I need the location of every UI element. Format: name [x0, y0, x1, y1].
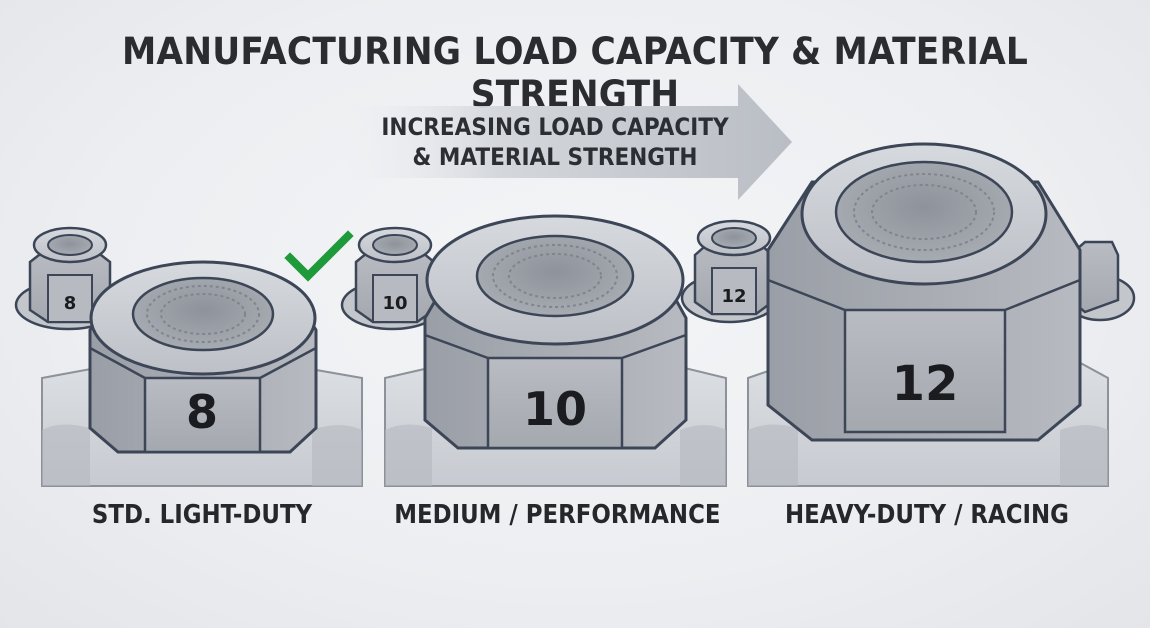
label-medium-performance: MEDIUM / PERFORMANCE	[394, 500, 721, 530]
arrow-caption: INCREASING LOAD CAPACITY & MATERIAL STRE…	[371, 112, 740, 172]
check-icon	[284, 230, 354, 282]
nut-size-8: 8	[186, 385, 218, 439]
small-nut-size-8: 8	[64, 293, 77, 314]
label-heavy-duty-racing: HEAVY-DUTY / RACING	[785, 500, 1069, 530]
nut-group-10: 10 10	[340, 214, 727, 487]
flange-nut-icon	[680, 219, 780, 324]
flange-nut-icon	[1064, 240, 1136, 322]
flange-nut-icon	[14, 226, 122, 331]
nut-group-12: 12 12	[680, 142, 1136, 487]
hex-nut-icon	[423, 214, 688, 450]
label-light-duty: STD. LIGHT-DUTY	[91, 500, 313, 530]
hex-nut-icon	[766, 142, 1082, 442]
flange-nut-icon	[340, 226, 444, 331]
arrow-caption-line1: INCREASING LOAD CAPACITY	[381, 113, 729, 141]
small-nut-size-12: 12	[721, 286, 746, 307]
hex-nut-icon	[88, 260, 318, 454]
arrow-icon	[340, 84, 792, 200]
arrow-caption-line2: & MATERIAL STRENGTH	[412, 143, 698, 171]
small-nut-size-10: 10	[382, 293, 407, 314]
nut-size-10: 10	[523, 382, 587, 436]
nut-size-12: 12	[892, 356, 959, 412]
page-title: MANUFACTURING LOAD CAPACITY & MATERIAL S…	[121, 30, 1029, 116]
nut-group-8: 8 8	[14, 226, 363, 487]
